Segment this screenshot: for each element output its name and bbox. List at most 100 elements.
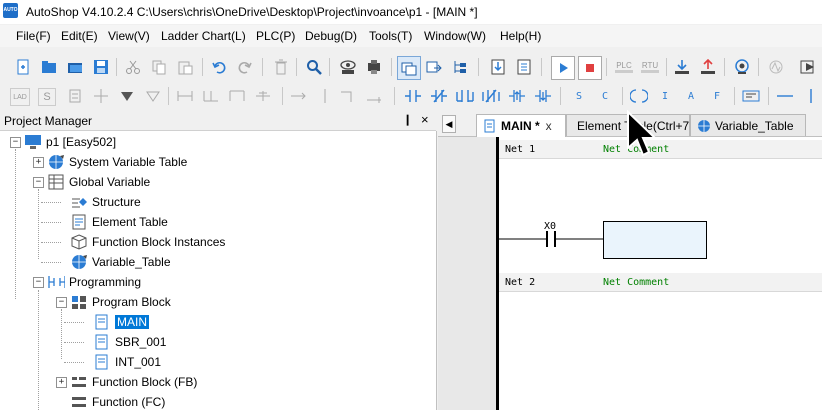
compile-all-button[interactable] (513, 56, 535, 78)
tree-item-root[interactable]: p1 [Easy502] (24, 132, 116, 152)
down-outline-button[interactable] (142, 85, 164, 107)
run-button[interactable] (551, 56, 575, 80)
undo-button[interactable] (208, 56, 230, 78)
tree-item-label: INT_001 (115, 355, 162, 369)
tree-view-button[interactable] (449, 56, 471, 78)
plc-button[interactable]: PLC (613, 56, 635, 78)
net-comment[interactable]: Net Comment (603, 144, 670, 155)
f-bracket-button[interactable]: F (706, 85, 728, 107)
s-bracket-button[interactable]: S (568, 85, 590, 107)
stop-button[interactable] (578, 56, 602, 80)
vline-button[interactable] (314, 85, 336, 107)
vertical-rule-button[interactable] (800, 85, 822, 107)
parallel-contact-button[interactable] (454, 85, 476, 107)
cross-line-button[interactable] (90, 85, 112, 107)
tree-item-main[interactable]: MAIN (93, 312, 149, 332)
tree-item-variable-table[interactable]: Variable_Table (70, 252, 171, 272)
download-button[interactable] (671, 56, 693, 78)
branch-down-button[interactable] (200, 85, 222, 107)
branch-up-button[interactable] (226, 85, 248, 107)
redo-button[interactable] (234, 56, 256, 78)
menu-debug[interactable]: Debug(D) (305, 29, 358, 43)
open-project-button[interactable] (38, 56, 60, 78)
expand-toggle[interactable]: + (33, 157, 44, 168)
tab-scroll-left-button[interactable]: ◀ (442, 115, 456, 133)
rtu-button[interactable]: RTU (639, 56, 661, 78)
menu-file[interactable]: File(F) (16, 29, 51, 43)
i-coil-button[interactable]: I (654, 85, 676, 107)
close-icon[interactable]: × (421, 112, 429, 127)
open-file-button[interactable] (64, 56, 86, 78)
ladder-canvas[interactable]: Net 1 Net Comment X0 Net 2 Net Comment (438, 137, 822, 410)
expand-toggle[interactable]: + (56, 377, 67, 388)
tree-item-program-block[interactable]: Program Block (70, 292, 171, 312)
comment-button[interactable] (740, 85, 762, 107)
tree-item-structure[interactable]: Structure (70, 192, 141, 212)
tree-item-programming[interactable]: Programming (47, 272, 141, 292)
tree-item-function[interactable]: Function (FC) (70, 392, 165, 410)
pin-icon[interactable]: ❙ (403, 114, 413, 126)
tree-item-function-block[interactable]: Function Block (FB) (70, 372, 197, 392)
menu-plc[interactable]: PLC(P) (256, 29, 296, 43)
cut-button[interactable] (122, 56, 144, 78)
search-button[interactable] (303, 56, 325, 78)
corner-line-button[interactable] (338, 85, 360, 107)
tree-item-system-variable-table[interactable]: System Variable Table (47, 152, 187, 172)
coil-button[interactable] (628, 85, 650, 107)
net-comment[interactable]: Net Comment (603, 277, 670, 288)
tree-icon (454, 61, 466, 73)
camera-button[interactable] (731, 56, 753, 78)
tree-item-int-001[interactable]: INT_001 (93, 352, 161, 372)
monitor-button[interactable] (337, 56, 359, 78)
collapse-toggle[interactable]: − (56, 297, 67, 308)
collapse-toggle[interactable]: − (10, 137, 21, 148)
rising-edge-button[interactable] (506, 85, 528, 107)
export-window-button[interactable] (423, 56, 445, 78)
hline-button[interactable] (288, 85, 310, 107)
collapse-toggle[interactable]: − (33, 277, 44, 288)
lad-button[interactable]: LAD (10, 88, 30, 106)
tree-item-function-block-instances[interactable]: Function Block Instances (70, 232, 225, 252)
cube-icon (70, 234, 88, 250)
branch-cross-button[interactable] (252, 85, 274, 107)
tree-item-element-table[interactable]: Element Table (70, 212, 168, 232)
down-line-button[interactable] (116, 85, 138, 107)
tab-variable-table[interactable]: Variable_Table (690, 114, 806, 136)
nc-contact-button[interactable] (428, 85, 450, 107)
menu-help[interactable]: Help(H) (500, 29, 542, 43)
tab-main[interactable]: MAIN * x (476, 114, 566, 137)
s-button[interactable]: S (38, 88, 56, 106)
tree-item-global-variable[interactable]: Global Variable (47, 172, 150, 192)
delete-button[interactable] (270, 56, 292, 78)
menu-ladder-chart[interactable]: Ladder Chart(L) (161, 29, 246, 43)
arrow-line-button[interactable] (364, 85, 386, 107)
new-file-button[interactable] (12, 56, 34, 78)
tab-close-icon[interactable]: x (545, 119, 552, 133)
a-bracket-button[interactable]: A (680, 85, 702, 107)
contact-block-button[interactable] (64, 85, 86, 107)
menu-view[interactable]: View(V) (108, 29, 150, 43)
horizontal-rule-button[interactable] (774, 85, 796, 107)
menu-tools[interactable]: Tools(T) (369, 29, 413, 43)
falling-edge-button[interactable] (532, 85, 554, 107)
parallel-nc-button[interactable] (480, 85, 502, 107)
program-file-icon (93, 354, 111, 370)
compile-button[interactable] (487, 56, 509, 78)
window-layout-button[interactable] (397, 56, 421, 80)
more-tools-button[interactable] (797, 56, 819, 78)
no-contact-button[interactable] (402, 85, 424, 107)
counter-bracket-button[interactable]: C (594, 85, 616, 107)
branch-button[interactable] (174, 85, 196, 107)
pulse-button[interactable] (765, 56, 787, 78)
copy-button[interactable] (148, 56, 170, 78)
upload-button[interactable] (697, 56, 719, 78)
device-button[interactable] (363, 56, 385, 78)
menu-edit[interactable]: Edit(E) (61, 29, 98, 43)
output-instruction-box[interactable] (603, 221, 707, 259)
collapse-toggle[interactable]: − (33, 177, 44, 188)
tree-item-sbr-001[interactable]: SBR_001 (93, 332, 166, 352)
paste-button[interactable] (174, 56, 196, 78)
menu-window[interactable]: Window(W) (424, 29, 486, 43)
toolbar-separator (560, 87, 561, 105)
save-button[interactable] (90, 56, 112, 78)
